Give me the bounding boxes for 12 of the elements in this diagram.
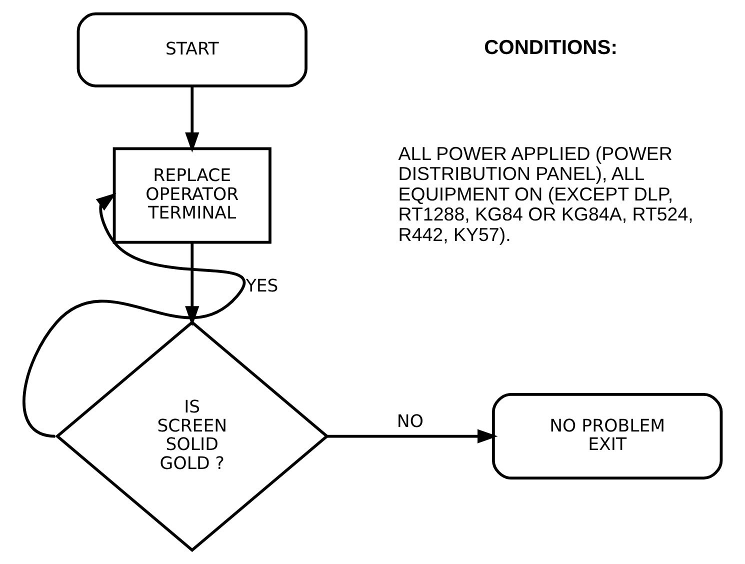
label: CONDITIONS: [484,36,618,59]
node-diamond: IS SCREEN SOLID GOLD ? [55,320,330,552]
arrow [22,192,245,438]
node-box: NO PROBLEM EXIT [492,393,723,480]
label: ALL POWER APPLIED (POWER DISTRIBUTION PANEL), ALL EQUIPMENT ON (EXCEPT DLP, RT1288, KG84 OR KG84A, RT524, R442, KY57). [398,143,694,245]
arrow [185,86,200,153]
arrow [185,242,200,326]
edge-label: NO [396,412,424,432]
arrow [326,429,498,444]
node-box: START [76,12,308,88]
edge-label: YES [246,276,278,297]
node-box: REPLACE OPERATOR TERMINAL [112,147,272,244]
